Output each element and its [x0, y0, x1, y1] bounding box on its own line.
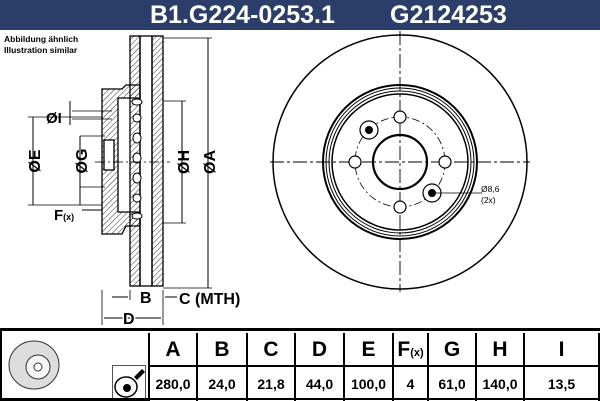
col-header-b: B [196, 333, 246, 367]
dim-label-A: ØA [202, 150, 219, 174]
col-header-g: G [427, 333, 475, 367]
table-bottom-border [0, 398, 600, 400]
alt-part-number: G2124253 [390, 1, 507, 29]
dim-label-B: B [140, 290, 152, 307]
value-d: 44,0 [294, 367, 343, 401]
value-i: 13,5 [523, 367, 600, 401]
value-e: 100,0 [343, 367, 392, 401]
title-bar: B1.G224-0253.1 G2124253 [0, 0, 600, 30]
technical-drawing: ØI ØE ØG ØH ØA F(x) B C (MTH) D Ø8,6 (2x… [27, 31, 530, 328]
col-header-a: A [148, 333, 196, 367]
dim-label-D: D [123, 311, 135, 328]
brake-disc-icon [8, 340, 60, 390]
illustration-note: Abbildung ähnlich Illustration similar [4, 34, 78, 56]
dim-label-H: ØH [176, 150, 193, 174]
col-header-i: I [523, 333, 600, 367]
front-view [270, 31, 530, 292]
hole-diameter: Ø8,6 [481, 184, 500, 194]
value-f: 4 [392, 367, 427, 401]
col-header-e: E [343, 333, 392, 367]
col-header-c: C [246, 333, 294, 367]
value-a: 280,0 [148, 367, 196, 401]
dim-label-C: C (MTH) [179, 291, 240, 308]
part-number: B1.G224-0253.1 [150, 1, 335, 29]
col-header-f: F(x) [392, 333, 427, 367]
value-h: 140,0 [475, 367, 523, 401]
table-icon-cell [0, 331, 148, 401]
value-g: 61,0 [427, 367, 475, 401]
value-c: 21,8 [246, 367, 294, 401]
lubricant-spray-icon [112, 365, 146, 399]
value-b: 24,0 [196, 367, 246, 401]
dim-label-F: F(x) [54, 207, 74, 224]
dimensions-table: A B C D E F(x) G H I 280,0 24,0 21,8 44,… [0, 328, 600, 401]
note-de: Abbildung ähnlich [4, 34, 79, 44]
dim-label-G: ØG [74, 149, 91, 174]
dim-label-E: ØE [27, 149, 44, 172]
col-header-d: D [294, 333, 343, 367]
col-header-h: H [475, 333, 523, 367]
side-section-view [28, 35, 212, 325]
note-en: Illustration similar [4, 45, 78, 55]
hole-count: (2x) [481, 195, 496, 205]
dim-label-I: ØI [46, 110, 62, 127]
